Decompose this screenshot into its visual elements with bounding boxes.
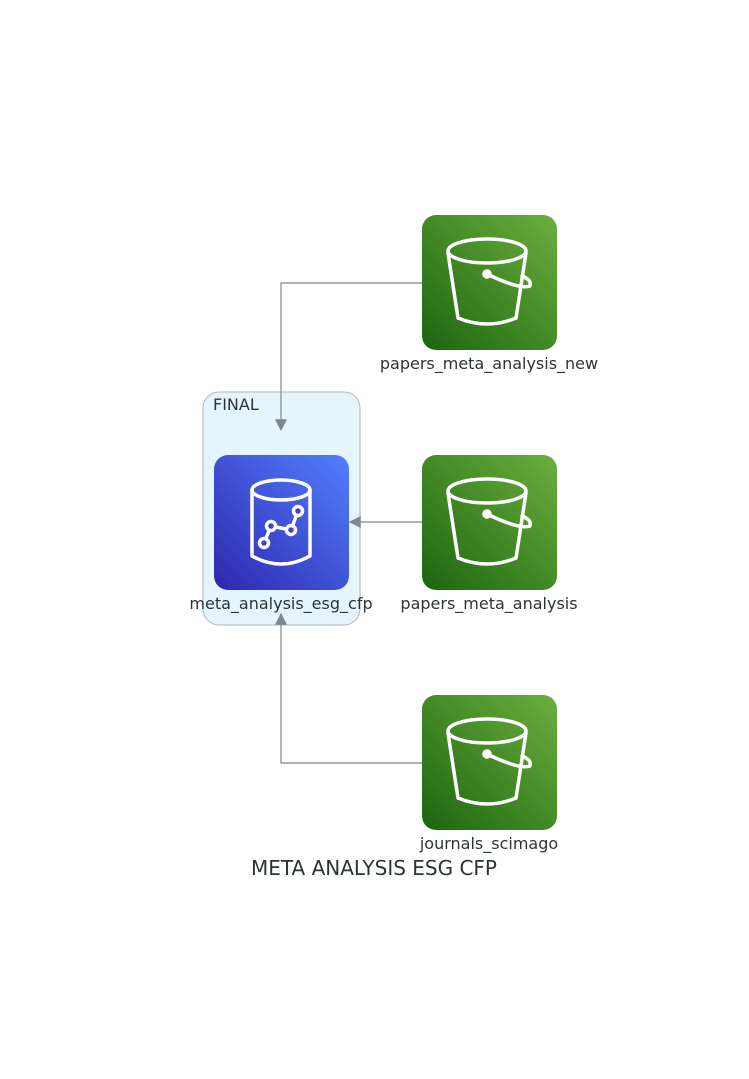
node-papers-meta-analysis-new[interactable]: papers_meta_analysis_new	[380, 215, 598, 374]
node-label: journals_scimago	[419, 834, 558, 854]
s3-bucket-icon	[446, 717, 533, 806]
s3-bucket-icon	[446, 477, 533, 566]
cluster-label: FINAL	[213, 395, 259, 414]
node-label: papers_meta_analysis_new	[380, 354, 598, 374]
diagram-title: META ANALYSIS ESG CFP	[251, 856, 497, 880]
s3-bucket-icon	[446, 237, 533, 326]
node-label: papers_meta_analysis	[400, 594, 577, 614]
node-papers-meta-analysis[interactable]: papers_meta_analysis	[400, 455, 578, 614]
database-analytics-icon	[250, 478, 312, 566]
node-journals-scimago[interactable]: journals_scimago	[419, 695, 558, 854]
edge-journals-to-target	[275, 612, 422, 764]
edge-papers-new-to-target	[275, 282, 422, 432]
edges	[275, 282, 422, 764]
node-meta-analysis-esg-cfp[interactable]: meta_analysis_esg_cfp	[189, 455, 373, 614]
node-label: meta_analysis_esg_cfp	[189, 594, 372, 614]
